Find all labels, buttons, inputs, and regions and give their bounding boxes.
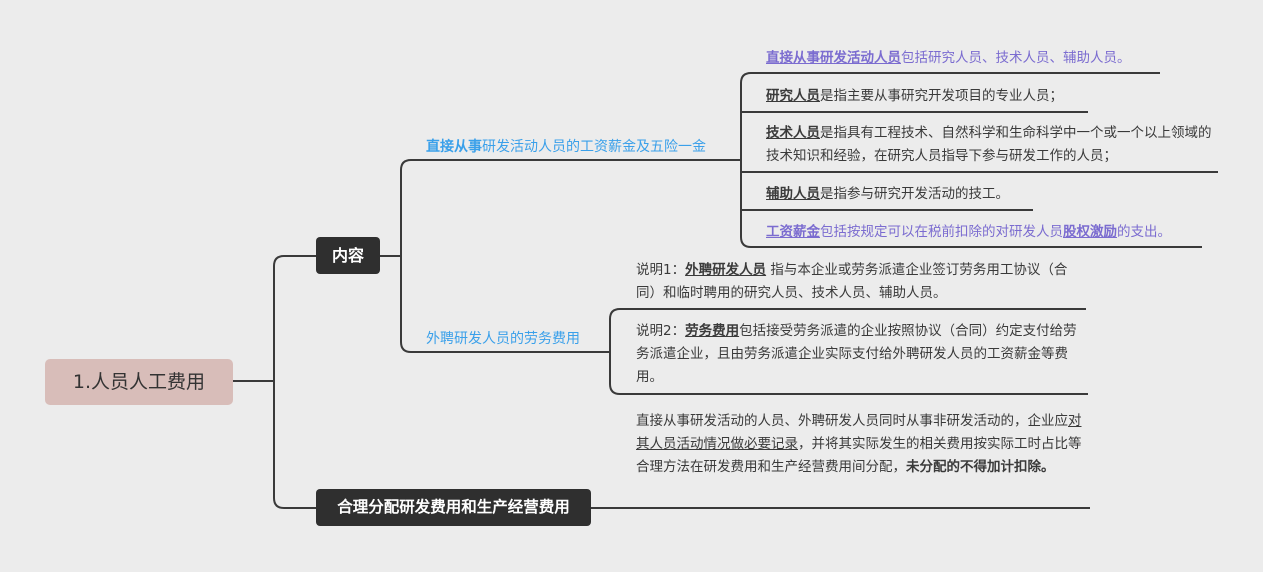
leaf-assistants[interactable]: 辅助人员是指参与研究开发活动的技工。 — [766, 183, 1066, 206]
note-external-staff-text: 指与本企业或劳务派遣企业签订劳务用工协议（合同）和临时聘用的研究人员、技术人员、… — [636, 262, 1068, 301]
connector-sub1-leaf5 — [740, 160, 1202, 248]
category-content[interactable]: 内容 — [316, 237, 380, 274]
connector-sub1-leaf1 — [740, 72, 1160, 160]
leaf-researchers-term: 研究人员 — [766, 88, 820, 104]
subtopic-external-staff[interactable]: 外聘研发人员的劳务费用 — [426, 328, 580, 348]
connector-root-cat2 — [273, 381, 316, 509]
subtopic-direct-staff-lead: 直接从事 — [426, 139, 482, 155]
leaf-allocation-a: 直接从事研发活动的人员、外聘研发人员同时从事非研发活动的，企业应 — [636, 413, 1068, 429]
root-node[interactable]: 1.人员人工费用 — [45, 359, 233, 405]
note-service-fee-prefix: 说明2： — [636, 323, 686, 339]
leaf-researchers-text: 是指主要从事研究开发项目的专业人员； — [820, 88, 1063, 104]
leaf-technicians[interactable]: 技术人员是指具有工程技术、自然科学和生命科学中一个或一个以上领域的技术知识和经验… — [766, 122, 1221, 168]
subtopic-direct-staff[interactable]: 直接从事研发活动人员的工资薪金及五险一金 — [426, 136, 706, 156]
leaf-wages[interactable]: 工资薪金包括按规定可以在税前扣除的对研发人员股权激励的支出。 — [766, 221, 1226, 244]
leaf-allocation-strong: 未分配的不得加计扣除。 — [906, 459, 1055, 475]
category-allocation-label: 合理分配研发费用和生产经营费用 — [337, 498, 570, 516]
leaf-wages-term2: 股权激励 — [1063, 224, 1117, 240]
leaf-allocation[interactable]: 直接从事研发活动的人员、外聘研发人员同时从事非研发活动的，企业应对其人员活动情况… — [636, 410, 1088, 479]
leaf-allocation-b: ，并将其实际发生的相关费用按实际工时占比等合理方法在研发费用和生产经营费用间分配… — [636, 436, 1082, 475]
note-external-staff[interactable]: 说明1：外聘研发人员 指与本企业或劳务派遣企业签订劳务用工协议（合同）和临时聘用… — [636, 259, 1086, 305]
note-service-fee-term: 劳务费用 — [685, 323, 740, 339]
connector-sub2-note2 — [609, 352, 1088, 395]
category-allocation[interactable]: 合理分配研发费用和生产经营费用 — [316, 489, 591, 526]
subtopic-direct-staff-rest: 研发活动人员的工资薪金及五险一金 — [482, 139, 706, 155]
note-external-staff-prefix: 说明1： — [636, 262, 686, 278]
note-service-fee[interactable]: 说明2：劳务费用包括接受劳务派遣的企业按照协议（合同）约定支付给劳务派遣企业，且… — [636, 320, 1086, 389]
leaf-technicians-text: 是指具有工程技术、自然科学和生命科学中一个或一个以上领域的技术知识和经验，在研究… — [766, 125, 1212, 164]
connector-cat1-sub2 — [400, 256, 610, 353]
leaf-direct-staff-term: 直接从事研发活动人员 — [766, 50, 901, 66]
leaf-assistants-text: 是指参与研究开发活动的技工。 — [820, 186, 1009, 202]
subtopic-external-staff-label: 外聘研发人员的劳务费用 — [426, 331, 580, 347]
root-label: 1.人员人工费用 — [72, 371, 206, 393]
category-content-label: 内容 — [331, 246, 364, 265]
leaf-direct-staff[interactable]: 直接从事研发活动人员包括研究人员、技术人员、辅助人员。 — [766, 47, 1166, 70]
leaf-researchers[interactable]: 研究人员是指主要从事研究开发项目的专业人员； — [766, 85, 1096, 108]
leaf-assistants-term: 辅助人员 — [766, 186, 820, 202]
connector-cat1-sub1 — [380, 159, 741, 257]
leaf-technicians-term: 技术人员 — [766, 125, 820, 141]
leaf-direct-staff-text: 包括研究人员、技术人员、辅助人员。 — [901, 50, 1131, 66]
note-service-fee-text: 包括接受劳务派遣的企业按照协议（合同）约定支付给劳务派遣企业，且由劳务派遣企业实… — [636, 323, 1077, 385]
leaf-allocation-underlined: 对其人员活动情况做必要记录 — [636, 413, 1082, 452]
note-external-staff-term: 外聘研发人员 — [685, 262, 767, 278]
leaf-wages-end: 的支出。 — [1117, 224, 1171, 240]
connector-sub2-note1 — [609, 308, 1086, 352]
leaf-wages-mid: 包括按规定可以在税前扣除的对研发人员 — [820, 224, 1063, 240]
leaf-wages-term: 工资薪金 — [766, 224, 820, 240]
connector-root-cat1 — [233, 255, 316, 382]
